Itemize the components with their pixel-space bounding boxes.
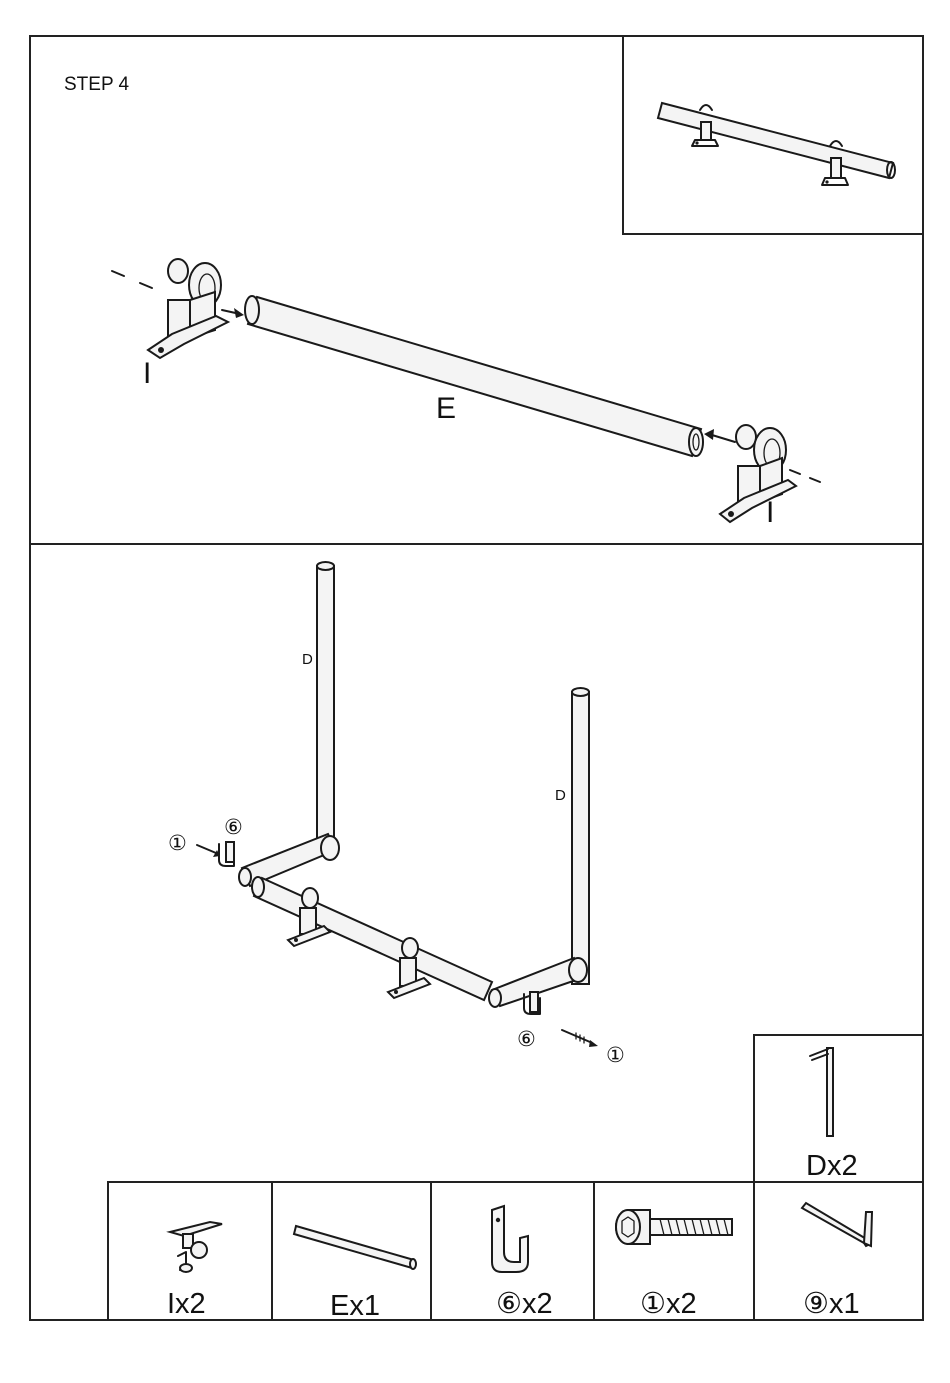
hook-callout-right: ⑥ bbox=[517, 1027, 536, 1051]
hook-callout-left: ⑥ bbox=[224, 815, 243, 839]
upright-part-box: Dx2 bbox=[754, 1035, 923, 1182]
rail-e-drawing bbox=[245, 296, 703, 456]
parts-cell-rail: Ex1 bbox=[294, 1226, 416, 1322]
step-title: STEP 4 bbox=[64, 74, 130, 95]
rail-tube-icon bbox=[294, 1226, 416, 1269]
assembly-panel: D D bbox=[30, 544, 923, 1322]
left-upright-drawing: D bbox=[302, 562, 334, 846]
right-bracket-drawing: I bbox=[704, 425, 820, 529]
parts-cell-bracket: Ix2 bbox=[167, 1222, 222, 1320]
parts-cell-hook: ⑥x2 bbox=[492, 1206, 553, 1320]
part-label-bolt: ①x2 bbox=[640, 1288, 697, 1320]
bracket-label-left: I bbox=[143, 357, 151, 390]
parts-cell-bolt: ①x2 bbox=[616, 1210, 732, 1320]
upright-label-right: D bbox=[555, 787, 566, 804]
upright-label-left: D bbox=[302, 651, 313, 668]
parts-list-table: Ix2 Ex1 ⑥x2 bbox=[108, 1182, 923, 1322]
bracket-label-right: I bbox=[766, 496, 774, 529]
step-panel: STEP 4 bbox=[30, 36, 923, 544]
assembly-rail-drawing bbox=[252, 877, 492, 1000]
right-hook-and-screw: ⑥ ① bbox=[517, 992, 625, 1067]
bracket-icon bbox=[170, 1222, 222, 1272]
screw-callout-right: ① bbox=[606, 1043, 625, 1067]
bolt-icon bbox=[616, 1210, 732, 1244]
screw-callout-left: ① bbox=[168, 831, 187, 855]
hook-icon bbox=[492, 1206, 528, 1272]
upright-qty-label: Dx2 bbox=[806, 1150, 858, 1182]
part-label-hook: ⑥x2 bbox=[496, 1288, 553, 1320]
part-label-hex-key: ⑨x1 bbox=[803, 1288, 860, 1320]
parts-cell-hex-key: ⑨x1 bbox=[802, 1203, 872, 1320]
left-bracket-drawing: I bbox=[112, 259, 244, 390]
left-hook-and-screw: ① ⑥ bbox=[168, 815, 243, 866]
right-upright-drawing: D bbox=[555, 688, 589, 984]
hex-key-icon bbox=[802, 1203, 872, 1246]
rail-label: E bbox=[436, 392, 456, 425]
part-label-rail: Ex1 bbox=[330, 1290, 380, 1322]
inset-detail-view bbox=[623, 36, 923, 234]
part-label-bracket: Ix2 bbox=[167, 1288, 206, 1320]
upright-pole-icon bbox=[810, 1048, 833, 1136]
